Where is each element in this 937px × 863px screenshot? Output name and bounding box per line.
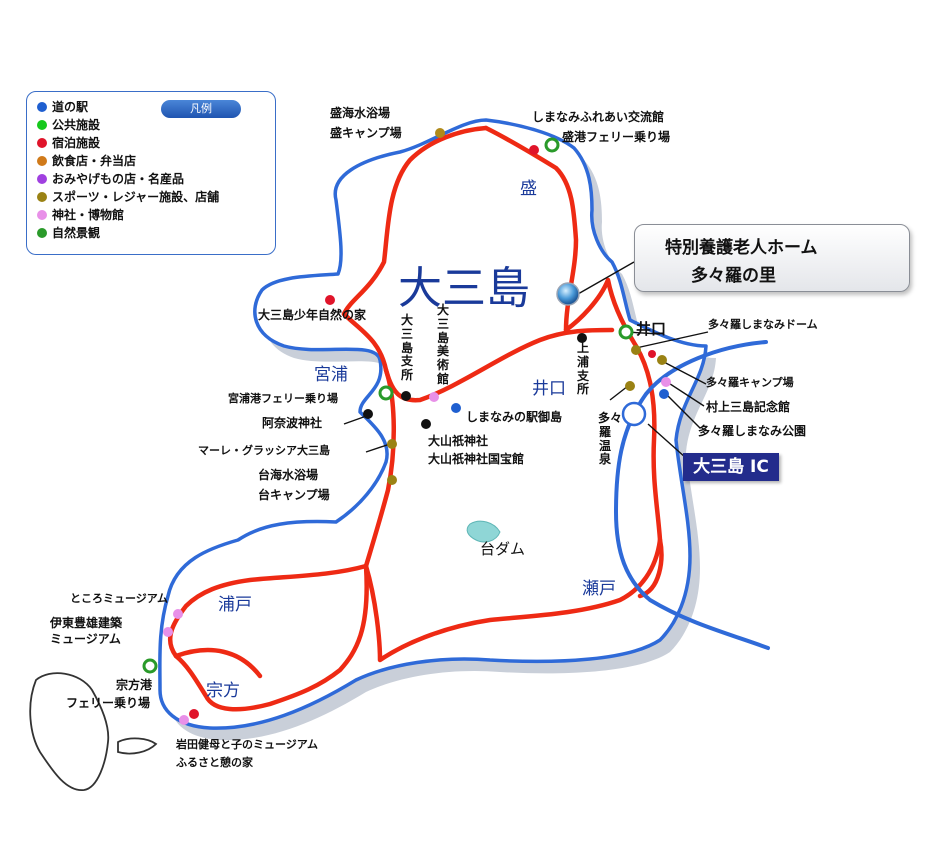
legend-item-public: 公共施設: [37, 116, 100, 133]
legend-item-souvenir: おみやげもの店・名産品: [37, 170, 184, 187]
area-miyaura: 宮浦: [314, 365, 348, 385]
legend-item-sports: スポーツ・レジャー施設、店舗: [37, 188, 219, 205]
sports-marker: [625, 381, 635, 391]
facility-marker: [556, 282, 580, 306]
michinoeki-marker: [659, 389, 669, 399]
michinoeki-marker: [451, 403, 461, 413]
area-sakari: 盛: [520, 179, 537, 199]
legend-item-michinoeki: 道の駅: [37, 98, 88, 115]
michinoeki-dot-icon: [37, 101, 47, 112]
legend-item-nature: 自然景観: [37, 224, 100, 241]
shrine-marker: [429, 392, 439, 402]
label-sakari-camp: 盛キャンプ場: [330, 126, 402, 140]
nature-marker: [544, 137, 560, 153]
dai-dam-lake: [466, 520, 501, 543]
shrine-dot-icon: [37, 209, 47, 220]
small-island-south: [117, 737, 158, 755]
shrine-black-marker: [421, 419, 431, 429]
office-marker: [401, 391, 411, 401]
label-furusato: ふるさと憩の家: [176, 756, 253, 769]
label-omishima-branch: 大三島支所: [400, 313, 413, 383]
label-munakata-port: 宗方港: [116, 678, 153, 692]
label-sakari-beach: 盛海水浴場: [330, 106, 391, 120]
label-tatara-camp: 多々羅キャンプ場: [706, 376, 794, 389]
leader-lines: [343, 261, 709, 459]
label-ito1: 伊東豊雄建築: [50, 616, 123, 630]
area-seto: 瀬戸: [582, 579, 616, 599]
shrine-marker: [163, 627, 173, 637]
label-ito2: ミュージアム: [50, 632, 121, 646]
label-miyaura-ferry: 宮浦港フェリー乗り場: [228, 392, 338, 405]
label-tatara-onsen: 多々羅温泉: [598, 411, 623, 467]
label-tatara-dome: 多々羅しまなみドーム: [708, 318, 818, 331]
label-anami: 阿奈波神社: [262, 416, 323, 430]
food-dot-icon: [37, 155, 47, 166]
area-inokuchi-port: 井口: [636, 320, 667, 338]
shrine-marker: [173, 609, 183, 619]
office-marker: [577, 333, 587, 343]
sports-marker: [387, 475, 397, 485]
callout-line2: 多々羅の里: [691, 266, 776, 286]
label-dai-beach: 台海水浴場: [258, 468, 319, 482]
small-island-west: [29, 672, 110, 791]
facility-callout: 特別養護老人ホーム 多々羅の里: [634, 224, 910, 292]
label-michinoeki: しまなみの駅御島: [466, 410, 563, 424]
nature-marker: [378, 385, 394, 401]
label-youth-house: 大三島少年自然の家: [258, 308, 367, 322]
shrine-marker: [179, 715, 189, 725]
legend-item-food: 飲食店・弁当店: [37, 152, 136, 169]
souvenir-dot-icon: [37, 173, 47, 184]
sports-marker: [387, 439, 397, 449]
area-munakata: 宗方: [206, 681, 240, 701]
area-dai-dam: 台ダム: [480, 540, 526, 558]
lodging-marker: [189, 709, 199, 719]
label-tatara-park: 多々羅しまなみ公園: [698, 424, 807, 438]
label-oyamazumi: 大山祇神社: [428, 434, 489, 448]
label-iwata: 岩田健母と子のミュージアム: [176, 738, 319, 751]
ic-circle: [621, 401, 647, 427]
label-tokoro: ところミュージアム: [70, 592, 169, 605]
sports-dot-icon: [37, 191, 47, 202]
sports-marker: [435, 128, 445, 138]
area-urado: 浦戸: [218, 595, 252, 615]
public-dot-icon: [37, 119, 47, 130]
sports-marker: [657, 355, 667, 365]
legend: 凡例 道の駅 公共施設 宿泊施設 飲食店・弁当店 おみやげもの店・名産品 スポー…: [26, 91, 276, 255]
sports-marker: [631, 345, 641, 355]
lodging-marker: [648, 350, 656, 358]
label-mare: マーレ・グラッシア大三島: [198, 444, 330, 457]
legend-item-lodging: 宿泊施設: [37, 134, 100, 151]
shrine-marker: [661, 377, 671, 387]
legend-item-shrine: 神社・博物館: [37, 206, 124, 223]
label-kamiura-branch: 上浦支所: [576, 341, 589, 397]
lodging-marker: [325, 295, 335, 305]
island-title: 大三島: [398, 263, 530, 314]
ic-label: 大三島 IC: [683, 453, 779, 481]
label-dai-camp: 台キャンプ場: [258, 488, 330, 502]
nature-marker: [618, 324, 634, 340]
label-museum: 大三島美術館: [436, 303, 449, 386]
callout-line1: 特別養護老人ホーム: [665, 238, 818, 258]
label-munakata-ferry: フェリー乗り場: [66, 696, 151, 710]
label-kokuhokan: 大山祇神社国宝館: [428, 452, 525, 466]
label-murakami: 村上三島記念館: [706, 400, 791, 414]
shrine-black-marker: [363, 409, 373, 419]
legend-title: 凡例: [161, 100, 241, 118]
lodging-dot-icon: [37, 137, 47, 148]
nature-dot-icon: [37, 227, 47, 238]
area-inokuchi: 井口: [532, 379, 566, 399]
nature-marker: [142, 658, 158, 674]
label-shimanami-center: しまなみふれあい交流館: [532, 110, 665, 124]
label-sakari-ferry: 盛港フェリー乗り場: [562, 130, 671, 144]
lodging-marker: [529, 145, 539, 155]
